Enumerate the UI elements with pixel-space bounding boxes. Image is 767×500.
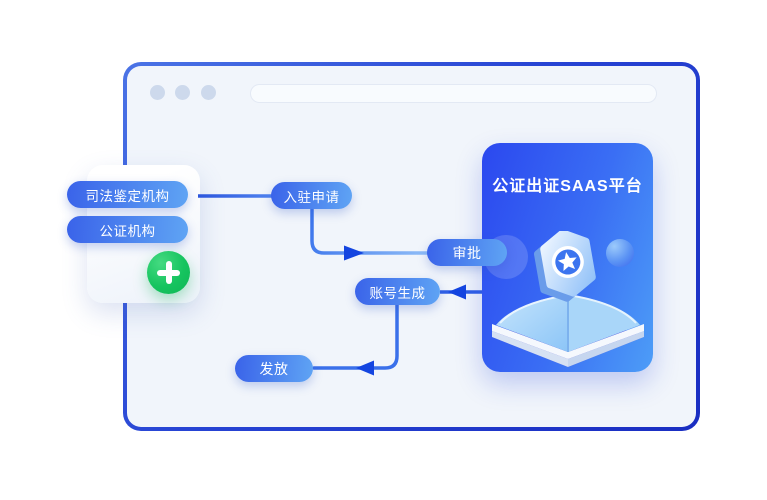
open-book-badge-illustration (492, 231, 644, 367)
flow-step-account[interactable]: 账号生成 (355, 278, 440, 305)
window-dot-icon (150, 85, 165, 100)
star-badge-icon (533, 231, 596, 302)
flow-step-approve[interactable]: 审批 (427, 239, 507, 266)
institution-pill-notary[interactable]: 公证机构 (67, 216, 188, 243)
window-dot-icon (201, 85, 216, 100)
platform-card-title: 公证出证SAAS平台 (492, 178, 643, 195)
sphere-decoration (606, 239, 634, 267)
flow-step-issue[interactable]: 发放 (235, 355, 313, 382)
window-dot-icon (175, 85, 190, 100)
add-institution-button[interactable] (147, 251, 190, 294)
platform-card: 公证出证SAAS平台 (482, 143, 653, 372)
institution-pill-judicial[interactable]: 司法鉴定机构 (67, 181, 188, 208)
flow-step-apply[interactable]: 入驻申请 (271, 182, 352, 209)
address-bar[interactable] (250, 84, 657, 103)
